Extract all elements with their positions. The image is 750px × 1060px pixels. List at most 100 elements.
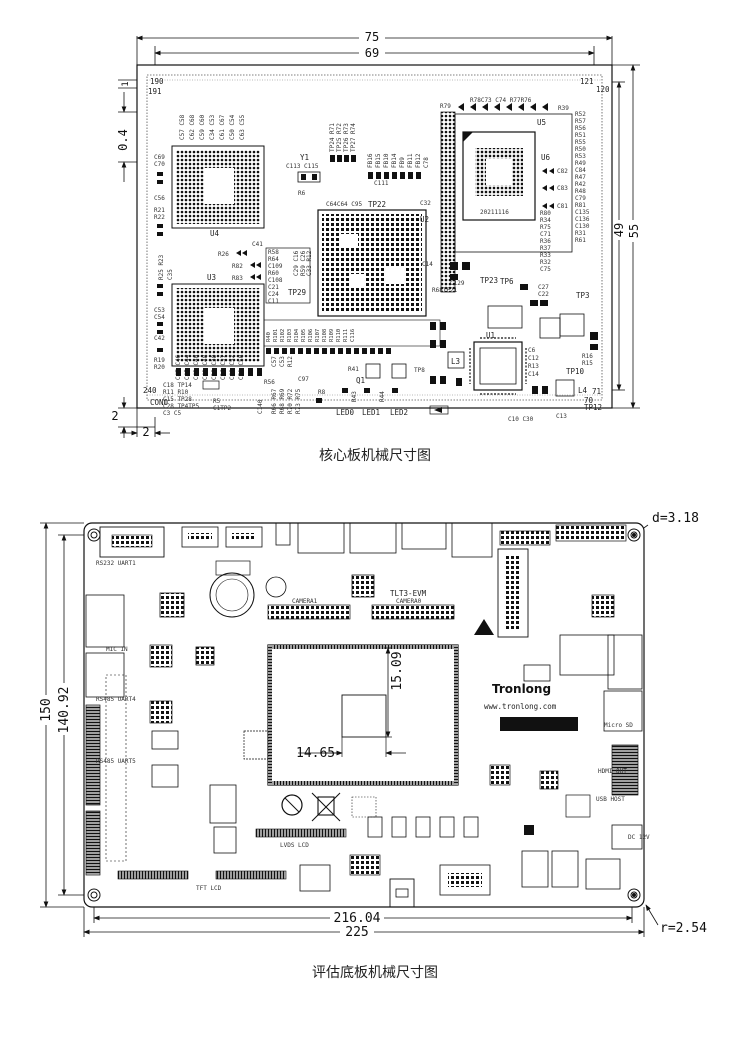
svg-text:C49 C52: C49 C52 bbox=[229, 354, 236, 380]
label-micro-sd: Micro SD bbox=[604, 722, 633, 729]
svg-text:C24: C24 bbox=[268, 291, 279, 298]
svg-text:R16: R16 bbox=[582, 353, 593, 360]
svg-text:C136: C136 bbox=[575, 216, 590, 223]
svg-text:TP26 R73: TP26 R73 bbox=[343, 123, 350, 152]
svg-text:R40: R40 bbox=[266, 332, 272, 342]
svg-text:C113 C115: C113 C115 bbox=[286, 163, 319, 170]
svg-text:R61: R61 bbox=[575, 237, 586, 244]
dim-hole-diameter: d=3.18 bbox=[652, 511, 699, 526]
svg-text:C135: C135 bbox=[575, 209, 590, 216]
chip-label-u4: U4 bbox=[210, 229, 220, 238]
svg-text:R103: R103 bbox=[287, 329, 293, 342]
chip-label-tp12: TP12 bbox=[584, 403, 602, 412]
svg-text:R107: R107 bbox=[315, 329, 321, 342]
dim-eval-height-inner: 140.92 bbox=[57, 687, 72, 734]
svg-text:C13: C13 bbox=[556, 413, 567, 420]
svg-text:R104: R104 bbox=[294, 328, 300, 342]
svg-text:R5: R5 bbox=[213, 398, 221, 405]
svg-text:R20: R20 bbox=[154, 364, 165, 371]
pin-240: 240 bbox=[143, 386, 157, 395]
svg-text:C3 C5: C3 C5 bbox=[163, 410, 181, 417]
chip-label-led0: LED0 bbox=[336, 408, 355, 417]
pin-71: 71 bbox=[592, 387, 601, 396]
svg-text:C57 C58: C57 C58 bbox=[179, 114, 186, 140]
svg-text:C75: C75 bbox=[540, 266, 551, 273]
dim-eval-width-outer: 225 bbox=[345, 925, 368, 940]
label-usb: USB HOST bbox=[596, 796, 625, 803]
svg-text:C81: C81 bbox=[557, 203, 568, 210]
svg-text:FB12: FB12 bbox=[415, 153, 422, 168]
svg-text:R12: R12 bbox=[287, 356, 294, 367]
svg-text:R82: R82 bbox=[232, 263, 243, 270]
svg-text:C64C64 C95: C64C64 C95 bbox=[326, 201, 363, 208]
label-camera0: CAMERA0 bbox=[396, 598, 422, 605]
chip-label-u3: U3 bbox=[207, 273, 216, 282]
svg-text:C15 TP28: C15 TP28 bbox=[163, 396, 192, 403]
svg-text:R75: R75 bbox=[540, 224, 551, 231]
svg-text:R8: R8 bbox=[318, 389, 326, 396]
svg-text:R110: R110 bbox=[336, 329, 342, 342]
svg-text:FB16: FB16 bbox=[367, 153, 374, 168]
svg-text:C78: C78 bbox=[423, 157, 430, 168]
chip-label-u5: U5 bbox=[537, 118, 546, 127]
core-board-drawing: 75 69 55 49 0.4 1 2 2 190 191 121 120 24… bbox=[111, 30, 641, 439]
chip-label-l4: L4 bbox=[578, 386, 588, 395]
svg-text:R33: R33 bbox=[540, 252, 551, 259]
svg-text:C41: C41 bbox=[252, 241, 263, 248]
svg-text:C83: C83 bbox=[557, 185, 568, 192]
svg-text:R68TP21: R68TP21 bbox=[432, 287, 458, 294]
label-lvds: LVDS LCD bbox=[280, 842, 309, 849]
dim-width-inner: 69 bbox=[365, 46, 379, 60]
svg-text:R41: R41 bbox=[348, 366, 359, 373]
svg-text:R21: R21 bbox=[154, 207, 165, 214]
chip-label-u6: U6 bbox=[541, 153, 551, 162]
svg-text:C28 TP4TP5: C28 TP4TP5 bbox=[163, 403, 200, 410]
chip-label-tp29: TP29 bbox=[288, 288, 306, 297]
chip-label-led1: LED1 bbox=[362, 408, 380, 417]
svg-text:C69: C69 bbox=[154, 154, 165, 161]
chip-label-tp23: TP23 bbox=[480, 276, 498, 285]
pin-190: 190 bbox=[150, 77, 164, 86]
svg-text:C53: C53 bbox=[154, 307, 165, 314]
svg-text:C14: C14 bbox=[422, 261, 433, 268]
svg-text:R52: R52 bbox=[575, 111, 586, 118]
dim-top-small: 1 bbox=[121, 81, 131, 86]
svg-text:R32: R32 bbox=[540, 259, 551, 266]
eval-board-figure: 150 140.92 225 216.04 d=3.18 r=2.54 RS23… bbox=[0, 505, 750, 945]
dim-left-edge: 2 bbox=[142, 425, 149, 439]
svg-text:R80: R80 bbox=[540, 210, 551, 217]
svg-text:C111: C111 bbox=[374, 180, 389, 187]
label-board-name: TLT3-EVM bbox=[390, 589, 427, 598]
svg-text:R70 R72: R70 R72 bbox=[287, 388, 294, 414]
svg-text:R105: R105 bbox=[301, 329, 307, 342]
svg-text:C84: C84 bbox=[575, 167, 586, 174]
svg-text:R111: R111 bbox=[343, 329, 349, 342]
svg-text:C10 C30: C10 C30 bbox=[508, 416, 534, 423]
eval-board-drawing: 150 140.92 225 216.04 d=3.18 r=2.54 RS23… bbox=[36, 511, 707, 940]
chip-label-y1: Y1 bbox=[300, 153, 309, 162]
svg-text:C53: C53 bbox=[279, 356, 286, 367]
dim-bottom-offset: 2 bbox=[111, 409, 118, 423]
svg-text:C42: C42 bbox=[154, 335, 165, 342]
svg-text:R26: R26 bbox=[218, 251, 229, 258]
svg-text:TP24 R71: TP24 R71 bbox=[329, 123, 336, 152]
svg-text:C43 C40: C43 C40 bbox=[193, 354, 200, 380]
pin-191: 191 bbox=[148, 87, 162, 96]
chip-label-tp10: TP10 bbox=[566, 367, 585, 376]
svg-text:C70: C70 bbox=[154, 161, 165, 168]
svg-text:R44: R44 bbox=[379, 391, 386, 402]
svg-text:C35: C35 bbox=[167, 269, 174, 280]
svg-text:C97: C97 bbox=[298, 376, 309, 383]
svg-text:C130: C130 bbox=[575, 223, 590, 230]
svg-text:C1TP2: C1TP2 bbox=[213, 405, 231, 412]
svg-text:C63 C55: C63 C55 bbox=[239, 114, 246, 140]
svg-text:R59 C26: R59 C26 bbox=[300, 250, 307, 276]
svg-text:C47 C46: C47 C46 bbox=[175, 354, 182, 380]
svg-text:R101: R101 bbox=[273, 329, 279, 342]
svg-text:TP25 R72: TP25 R72 bbox=[336, 123, 343, 152]
svg-text:C36 C37: C36 C37 bbox=[220, 354, 227, 380]
svg-text:R58: R58 bbox=[268, 249, 279, 256]
svg-text:R25 R23: R25 R23 bbox=[158, 254, 165, 280]
dim-height-inner: 49 bbox=[612, 223, 626, 237]
svg-text:R37: R37 bbox=[540, 245, 551, 252]
